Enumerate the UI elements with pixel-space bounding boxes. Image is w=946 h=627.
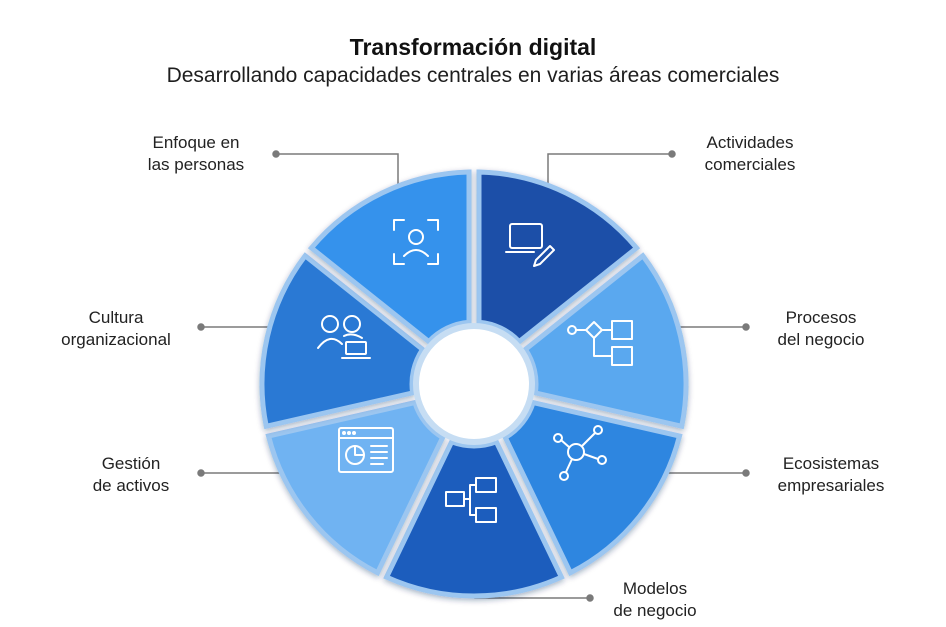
leader-dot-models: [586, 594, 594, 602]
dashboard-chart-icon: [338, 427, 394, 473]
label-processes-line2: del negocio: [777, 330, 865, 349]
segment-models: [383, 438, 565, 599]
org-chart-icon: [445, 477, 497, 523]
wheel-center: [413, 323, 535, 445]
leader-line-people: [276, 153, 399, 196]
leader-dot-processes: [742, 323, 750, 331]
label-people: Enfoque en las personas: [126, 132, 266, 176]
label-models: Modelos de negocio: [600, 578, 710, 622]
diagram-subtitle: Desarrollando capacidades centrales en v…: [166, 64, 780, 87]
label-culture: Cultura organizacional: [36, 307, 196, 351]
leader-dot-activities: [668, 150, 676, 158]
label-ecosystems: Ecosistemas empresariales: [756, 453, 906, 497]
segment-people: [307, 169, 472, 345]
label-activities-line2: comerciales: [704, 155, 796, 174]
label-ecosystems-line2: empresariales: [777, 476, 885, 495]
label-people-line2: las personas: [147, 155, 245, 174]
segment-processes: [522, 252, 689, 430]
network-nodes-icon: [553, 425, 607, 481]
label-processes-line1: Procesos: [785, 308, 857, 327]
laptop-pen-icon: [505, 223, 555, 267]
label-models-line1: Modelos: [622, 579, 688, 598]
leader-dot-ecosystems: [742, 469, 750, 477]
segment-culture: [259, 252, 426, 430]
label-people-line1: Enfoque en: [152, 133, 240, 152]
label-activities-line1: Actividades: [706, 133, 794, 152]
person-focus-icon: [393, 219, 439, 265]
people-laptop-icon: [317, 315, 371, 359]
wheel-segments: [259, 169, 689, 599]
label-assets-line2: de activos: [92, 476, 170, 495]
segment-ecosystems: [502, 399, 683, 577]
process-flow-icon: [567, 320, 633, 366]
label-assets-line1: Gestión: [101, 454, 161, 473]
label-culture-line2: organizacional: [61, 330, 171, 349]
leader-dot-assets: [197, 469, 205, 477]
diagram-title: Transformación digital: [349, 34, 597, 60]
label-ecosystems-line1: Ecosistemas: [782, 454, 880, 473]
label-processes: Procesos del negocio: [756, 307, 886, 351]
label-activities: Actividades comerciales: [680, 132, 820, 176]
leader-dot-culture: [197, 323, 205, 331]
label-culture-line1: Cultura: [88, 308, 144, 327]
segment-activities: [476, 169, 641, 345]
leader-dot-people: [272, 150, 280, 158]
segment-assets: [265, 399, 446, 577]
label-models-line2: de negocio: [613, 601, 697, 620]
label-assets: Gestión de activos: [66, 453, 196, 497]
